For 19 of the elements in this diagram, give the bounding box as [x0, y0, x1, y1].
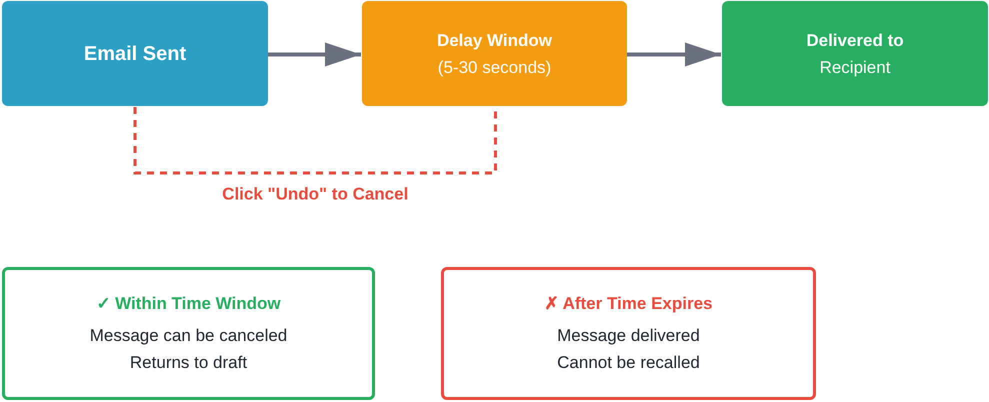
- heading: Email Sent: [84, 42, 186, 66]
- body-text: Returns to draft: [130, 352, 248, 374]
- heading: ✓ Within Time Window: [96, 292, 281, 315]
- process-box: [722, 1, 988, 106]
- arrow: [268, 42, 361, 66]
- arrow: [627, 42, 721, 66]
- info-box: [2, 267, 375, 400]
- process-box: [2, 1, 268, 106]
- body-text: Message can be canceled: [90, 325, 288, 348]
- dashed-connector: [134, 107, 497, 174]
- body-text: Message delivered: [557, 325, 700, 348]
- body-text: Recipient: [820, 56, 890, 78]
- heading: Delay Window: [436, 30, 552, 52]
- body-text: (5-30 seconds): [438, 56, 552, 78]
- body-text: Cannot be recalled: [557, 352, 700, 374]
- heading: Delivered to: [806, 30, 904, 52]
- process-box: [362, 1, 627, 106]
- info-box: [441, 267, 816, 400]
- heading: ✗ After Time Expires: [544, 292, 712, 315]
